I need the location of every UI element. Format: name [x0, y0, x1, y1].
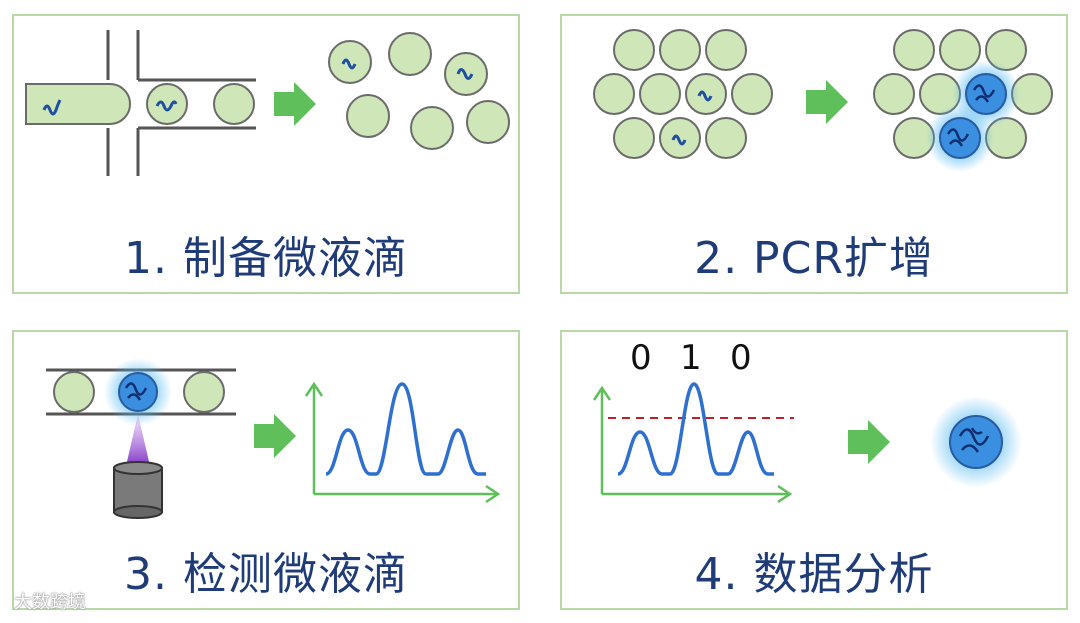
microfluidic-channel: [106, 30, 256, 176]
fluorescence-trace: [325, 382, 486, 476]
droplet: [388, 32, 432, 76]
droplet: [213, 83, 255, 125]
droplet: [410, 106, 454, 150]
droplet-cluster-before: [593, 29, 773, 159]
signal-axes: [304, 381, 501, 504]
dna-strand-icon: [456, 68, 474, 80]
dna-strand-icon: [671, 134, 687, 146]
readout-digit: 0: [730, 338, 752, 378]
pcr-amplification-illustration: [593, 29, 1053, 172]
dna-strand-icon: [341, 58, 357, 70]
dna-strand-icon: [42, 99, 62, 116]
dna-strand-icon: [958, 427, 990, 453]
dna-strand-icon: [946, 128, 970, 147]
panel-data-analysis: 0 1 0 4. 数据分析: [560, 330, 1068, 610]
panel-generate-droplets: 1. 制备微液滴: [12, 14, 520, 294]
detector-icon: [113, 461, 163, 519]
readout-digit: 1: [680, 338, 702, 378]
readout-digit: 0: [630, 338, 652, 378]
dna-strand-icon: [697, 90, 713, 102]
analysis-illustration: [592, 382, 1022, 504]
dna-strand-icon: [972, 84, 996, 103]
watermark: 大数跨境: [14, 592, 86, 613]
droplet-generation-illustration: [25, 30, 510, 176]
sample-stream: [25, 83, 131, 125]
caption-step-3: 3. 检测微液滴: [124, 549, 408, 600]
panel-pcr-amplification: 2. PCR扩增: [560, 14, 1068, 294]
fluorescence-trace: [617, 382, 774, 476]
laser-beam: [126, 414, 150, 466]
arrow-right-icon: [848, 420, 890, 464]
detection-illustration: [46, 358, 501, 519]
dna-strand-icon: [155, 100, 178, 112]
droplet: [466, 100, 510, 144]
droplet: [183, 371, 225, 413]
droplet: [346, 94, 390, 138]
arrow-right-icon: [274, 82, 316, 126]
droplet-cluster-after: [873, 29, 1053, 159]
dna-strand-icon: [124, 382, 148, 401]
arrow-right-icon: [254, 414, 296, 458]
caption-step-2: 2. PCR扩增: [694, 233, 934, 284]
droplet: [328, 40, 372, 84]
arrow-right-icon: [806, 80, 848, 124]
signal-axes: [592, 385, 793, 504]
caption-step-4: 4. 数据分析: [694, 549, 934, 600]
caption-step-1: 1. 制备微液滴: [124, 233, 408, 284]
panel-detect-droplets: 3. 检测微液滴: [12, 330, 520, 610]
droplet: [146, 83, 188, 125]
droplet: [53, 371, 95, 413]
